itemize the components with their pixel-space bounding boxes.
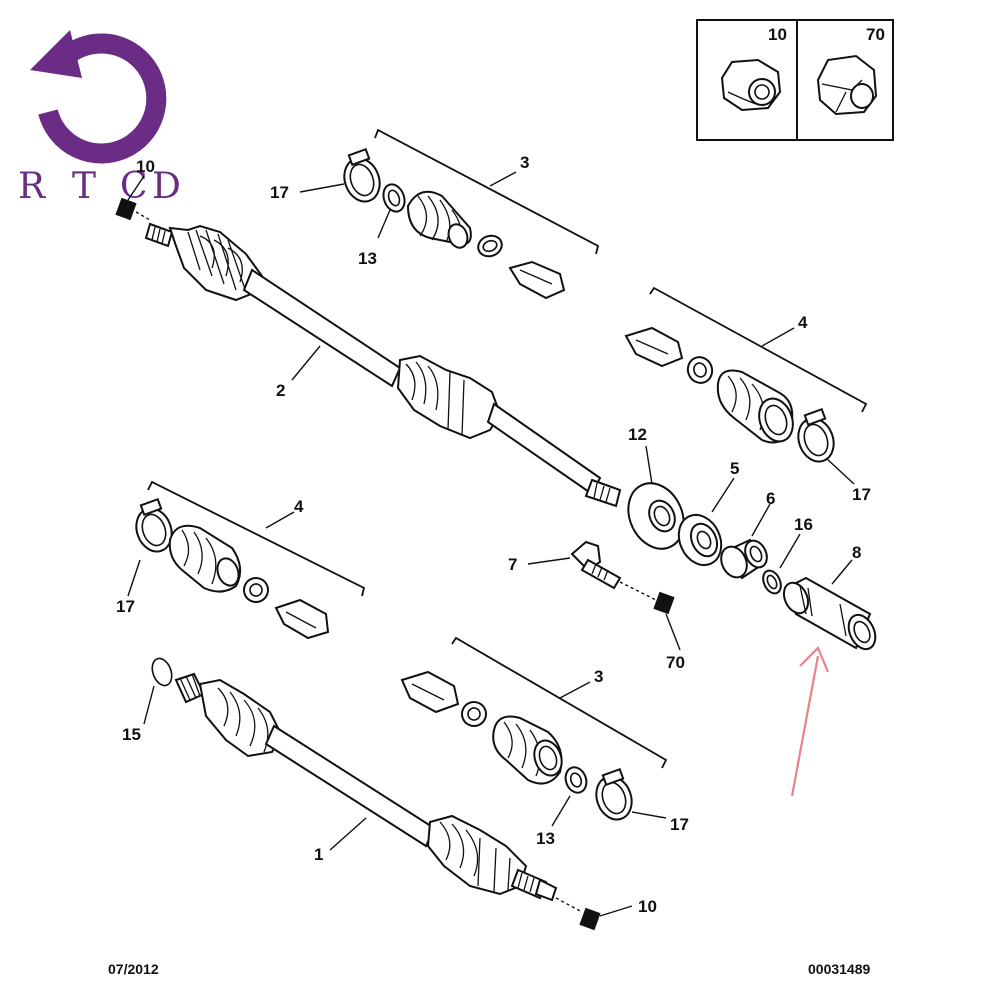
boot-kit-3-bottom xyxy=(400,636,668,821)
callout-70: 70 xyxy=(666,653,685,672)
clamp-17-right xyxy=(797,407,835,463)
small-clamp-top xyxy=(477,234,503,258)
callout-8: 8 xyxy=(852,543,861,562)
clamp-17-top xyxy=(343,147,381,203)
logo-letter-t: T xyxy=(72,166,96,207)
callout-17-bottom: 17 xyxy=(670,815,689,834)
small-clamp-bottom xyxy=(461,701,487,727)
callout-4-right: 4 xyxy=(798,313,808,332)
callout-16: 16 xyxy=(794,515,813,534)
cv-boot-top xyxy=(406,190,472,249)
dust-shield-12 xyxy=(627,482,685,550)
logo-circular-arrow-icon xyxy=(38,33,167,164)
logo: R T C D xyxy=(18,30,181,207)
inset-nuts-box: 10 70 xyxy=(696,19,894,141)
callout-labels: 10 17 13 3 2 4 17 12 5 6 16 8 7 70 4 17 … xyxy=(116,153,871,916)
small-clamp-left xyxy=(243,577,269,603)
o-ring-16 xyxy=(762,569,782,595)
callout-12: 12 xyxy=(628,425,647,444)
grease-sachet-left xyxy=(274,598,330,640)
callout-1: 1 xyxy=(314,845,323,864)
logo-letter-r: R xyxy=(18,166,46,207)
circlip-15 xyxy=(151,657,173,687)
sleeve-8 xyxy=(782,576,877,651)
callout-15: 15 xyxy=(122,725,141,744)
logo-letter-d: D xyxy=(152,166,181,207)
spacer-ring-6 xyxy=(720,538,768,580)
cv-boot-right xyxy=(716,369,794,444)
callout-17-right: 17 xyxy=(852,485,871,504)
ring-13-top xyxy=(382,183,406,213)
callout-17-top: 17 xyxy=(270,183,289,202)
hex-nut-70-icon xyxy=(816,54,878,116)
boot-kit-3-top xyxy=(343,128,600,300)
drive-shaft-2 xyxy=(115,197,622,508)
logo-arrow-head xyxy=(30,30,82,78)
marker-square-70 xyxy=(653,591,675,615)
footer-date: 07/2012 xyxy=(108,961,159,977)
marker-square-10-bottom xyxy=(579,907,601,931)
grease-sachet-bottom xyxy=(400,670,460,714)
callout-6: 6 xyxy=(766,489,775,508)
callout-10-bottom: 10 xyxy=(638,897,657,916)
callout-7: 7 xyxy=(508,555,517,574)
inset-label-10: 10 xyxy=(768,25,787,44)
clamp-17-left xyxy=(135,497,173,553)
bearing-assembly xyxy=(627,482,877,651)
callout-2: 2 xyxy=(276,381,285,400)
cv-boot-left xyxy=(168,524,242,593)
nylock-nut-10-icon xyxy=(720,58,782,112)
grease-sachet-top xyxy=(508,260,566,300)
grease-sachet-right xyxy=(624,326,684,368)
outer-cv-joint-bottom xyxy=(426,814,528,896)
boot-kit-4-left xyxy=(135,480,366,640)
bolt-7 xyxy=(570,540,675,615)
inset-label-70: 70 xyxy=(866,25,885,44)
bearing-5 xyxy=(677,513,723,567)
clamp-17-bottom xyxy=(595,767,633,821)
small-clamp-right xyxy=(686,356,714,384)
footer-reference: 00031489 xyxy=(808,961,871,977)
cv-boot-bottom xyxy=(492,715,563,785)
callout-17-left: 17 xyxy=(116,597,135,616)
callout-13-bottom: 13 xyxy=(536,829,555,848)
callout-13-top: 13 xyxy=(358,249,377,268)
callout-5: 5 xyxy=(730,459,739,478)
highlight-arrow-icon xyxy=(790,646,830,797)
drive-shaft-1 xyxy=(151,657,601,931)
callout-10-top: 10 xyxy=(136,157,155,176)
callout-4-left: 4 xyxy=(294,497,304,516)
leader-lines xyxy=(127,171,855,917)
boot-kit-4-right xyxy=(624,286,868,463)
marker-square-10-top xyxy=(115,197,137,221)
callout-3-top: 3 xyxy=(520,153,529,172)
ring-13-bottom xyxy=(564,766,588,794)
callout-3-bottom: 3 xyxy=(594,667,603,686)
